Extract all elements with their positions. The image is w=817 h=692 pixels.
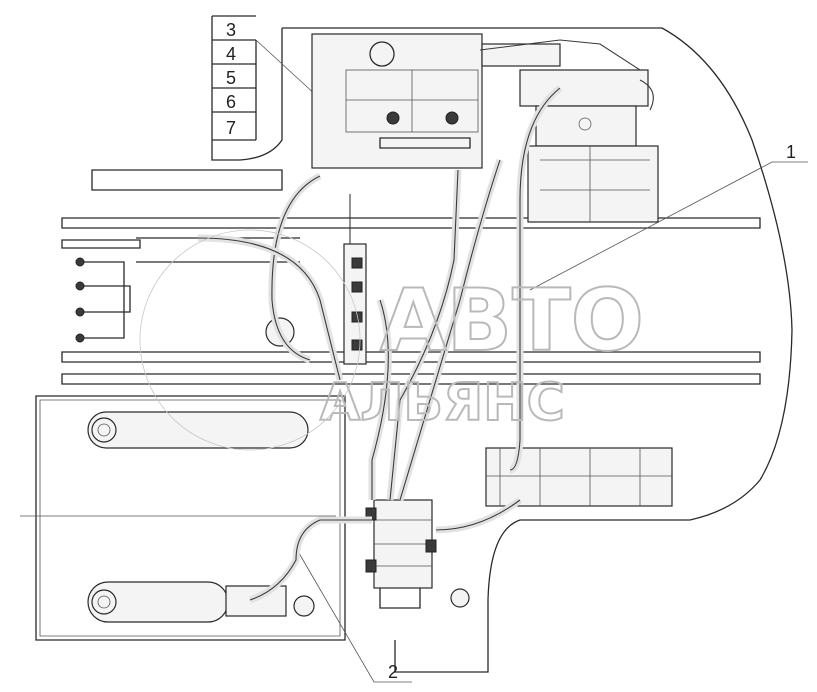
machine-outline (20, 16, 793, 673)
watermark: АВТО АЛЬЯНС (139, 229, 645, 451)
callout-4: 4 (226, 44, 236, 64)
pump-unit (481, 43, 659, 223)
callout-7: 7 (226, 118, 236, 138)
hoses (197, 39, 654, 604)
callout-5: 5 (226, 68, 236, 88)
watermark-line2: АЛЬЯНС (320, 373, 565, 433)
callout-2-leader: 2 (295, 547, 412, 683)
valve-block-center (265, 243, 367, 365)
callout-2: 2 (388, 662, 398, 682)
watermark-line1: АВТО (380, 271, 644, 371)
callout-3: 3 (226, 20, 236, 40)
cooler-frame (485, 447, 673, 507)
hydraulic-tank (311, 33, 483, 169)
cylinder-upper (87, 411, 309, 449)
distributor-lower (365, 499, 470, 609)
rigid-pipes-left (75, 237, 300, 343)
callout-1: 1 (786, 142, 796, 162)
callout-1-leader: 1 (529, 142, 808, 291)
callout-6: 6 (226, 92, 236, 112)
cylinder-lower (87, 581, 315, 623)
